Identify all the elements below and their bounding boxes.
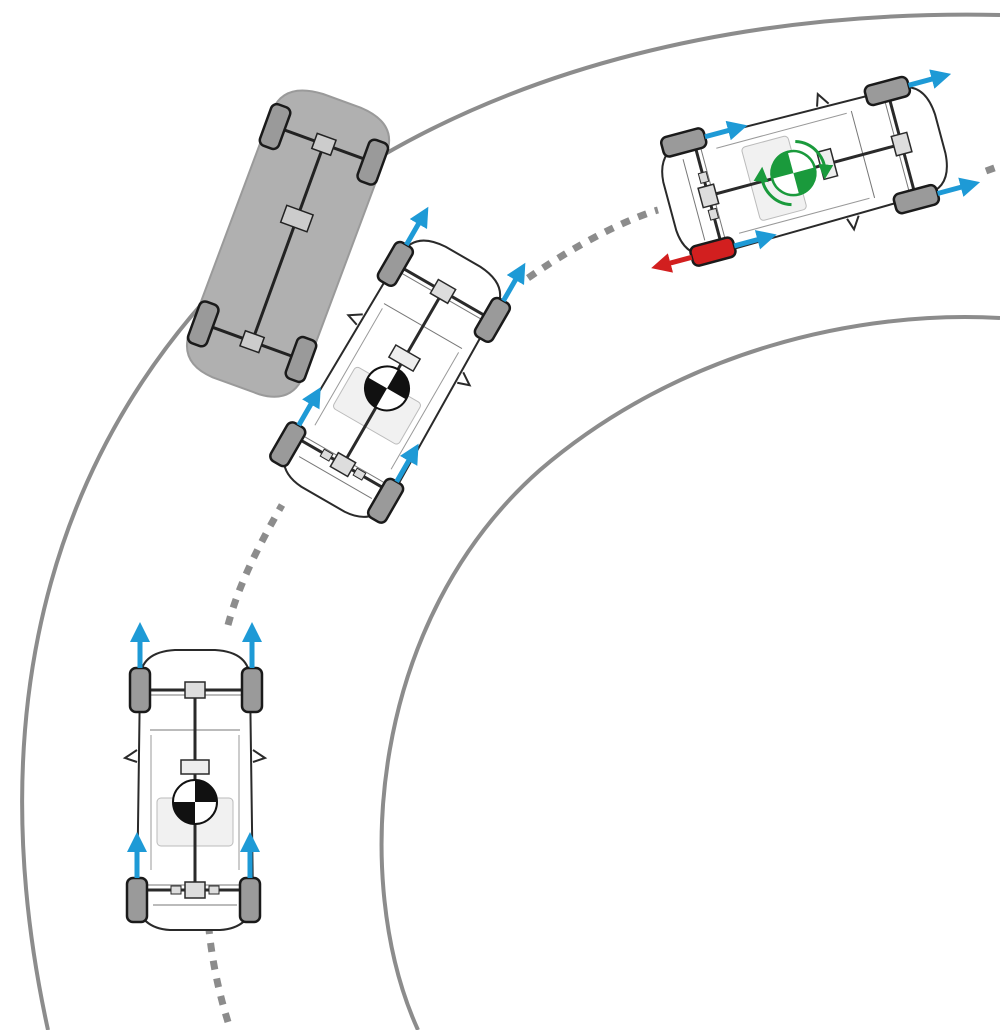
front-left-wheel [128,666,152,714]
yaw-rotation-arrow [753,166,792,207]
traction-arrow [704,120,748,141]
traction-arrow [296,387,321,427]
road-inner-edge [379,315,1000,1030]
car-mid-curve [260,206,526,536]
front-right-wheel [240,666,264,714]
trajectory-line [204,162,1000,1024]
traction-arrow [907,69,952,89]
ghost-car [185,89,391,398]
braking-arrow [651,253,693,273]
traction-arrow [394,443,419,483]
traction-arrow [936,177,981,197]
rear-left-wheel [125,876,149,924]
car-entering-curve [123,622,267,932]
center-of-gravity-marker [172,779,218,825]
center-of-gravity-marker-green [753,140,834,207]
yaw-rotation-arrow [795,140,834,180]
rear-right-wheel [238,876,262,924]
traction-arrow [733,230,777,250]
traction-arrow [501,262,526,303]
traction-arrow [404,206,429,247]
car-exiting-curve [650,64,981,276]
